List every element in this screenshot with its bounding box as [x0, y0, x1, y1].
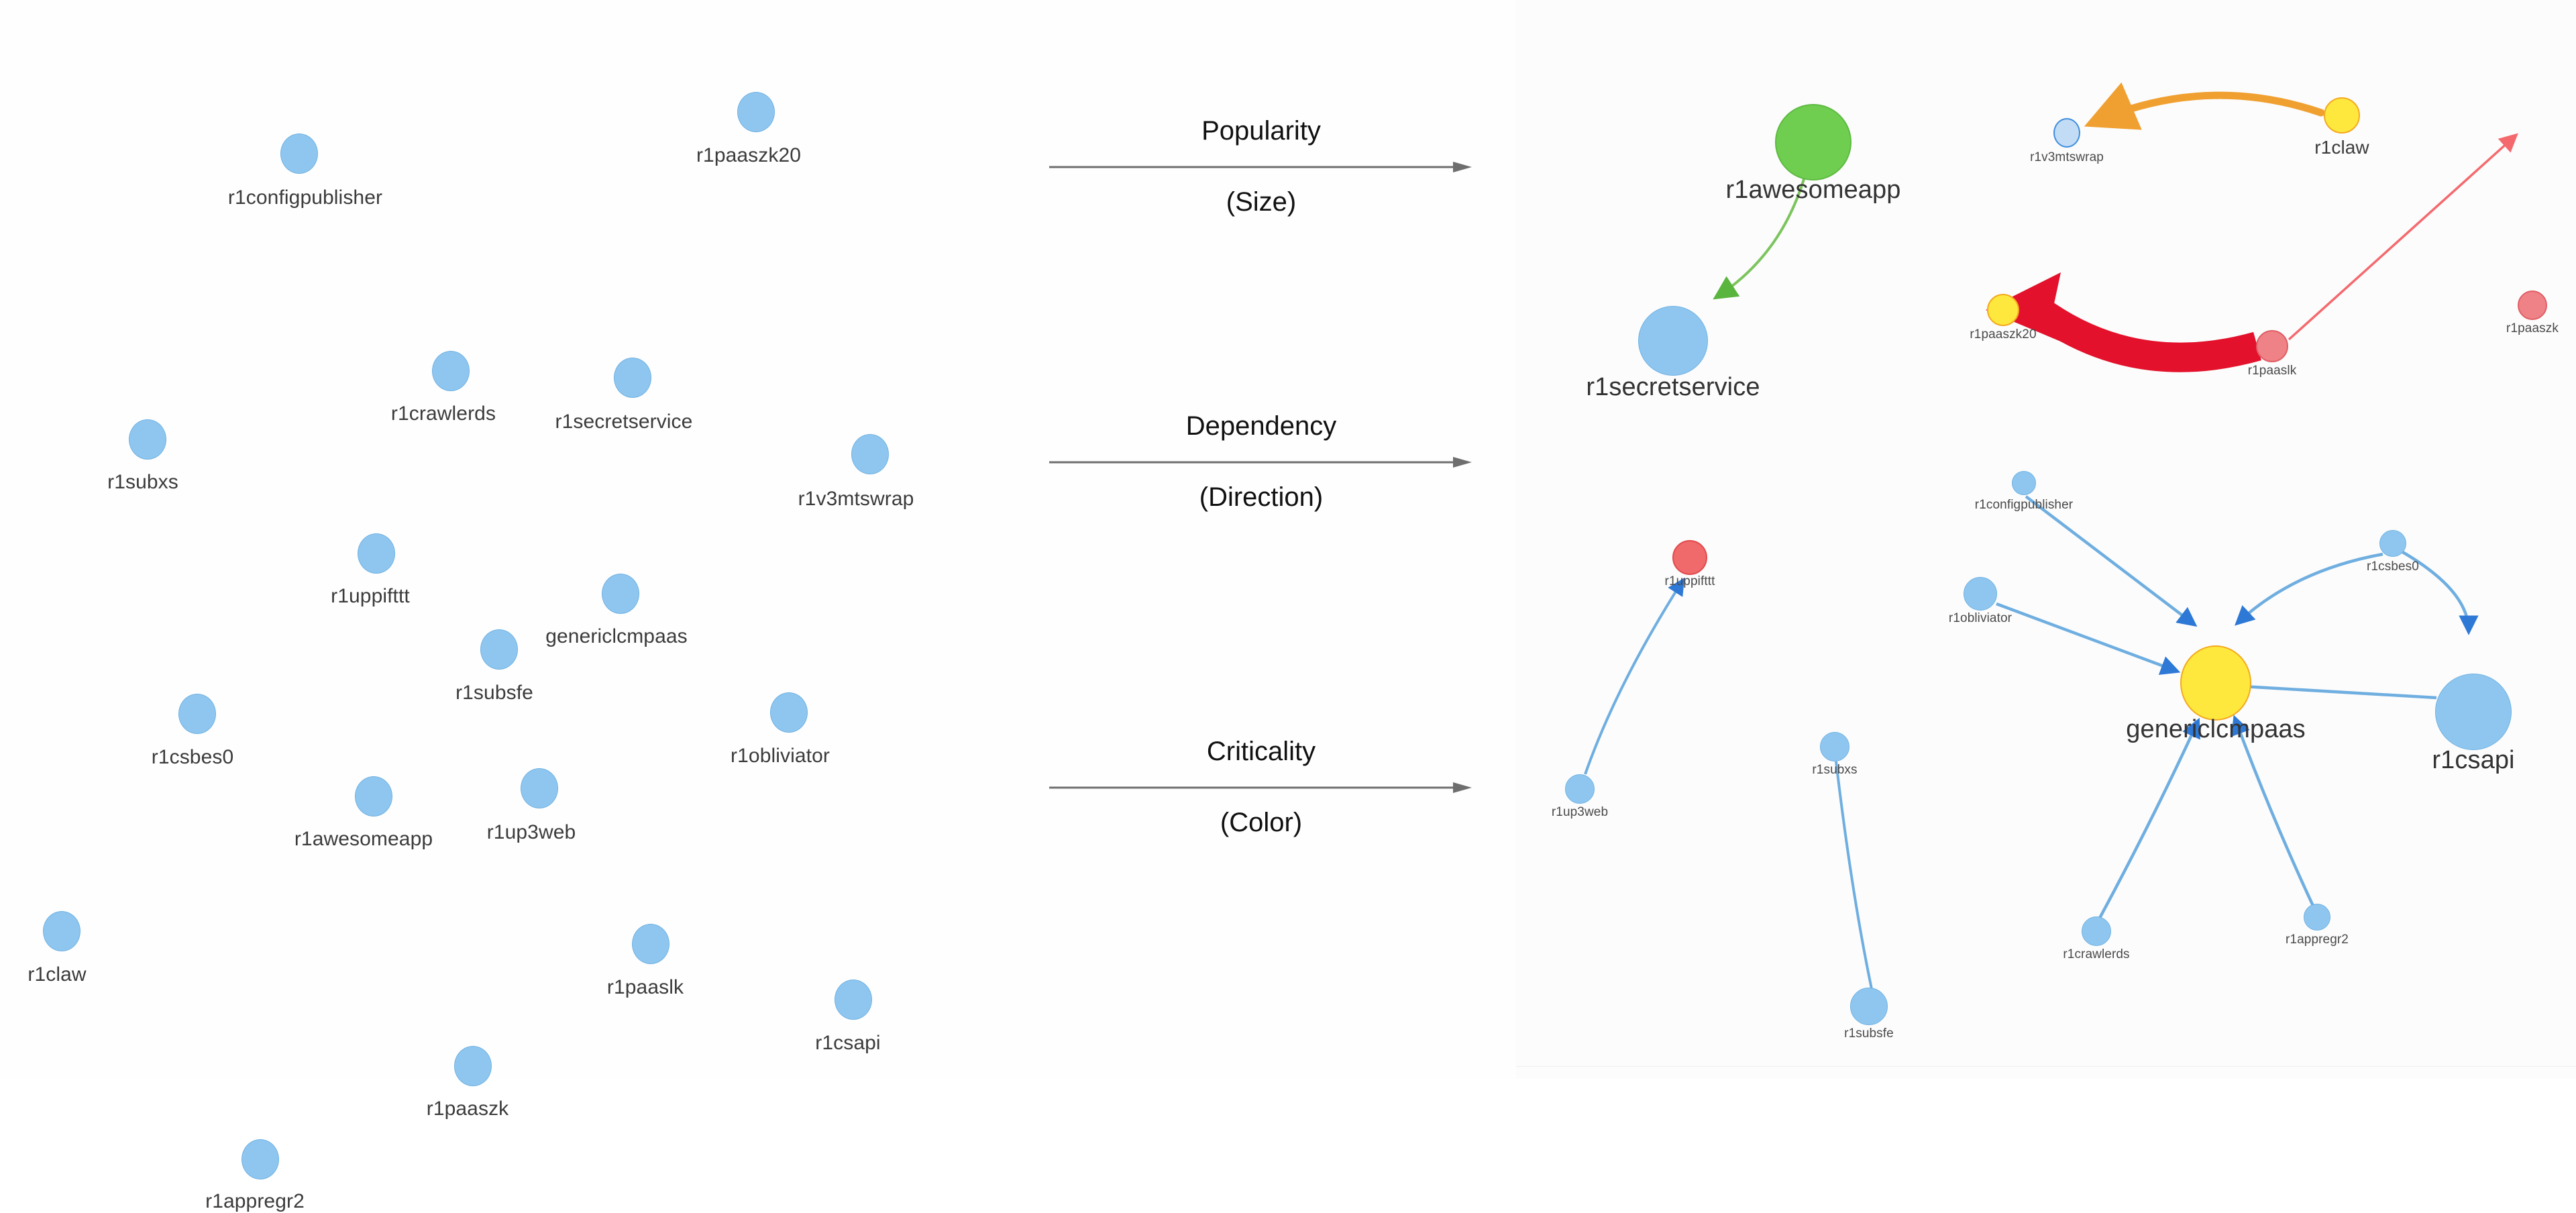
graph-node-r1paaslk[interactable]	[2256, 330, 2288, 362]
encoded-dependency-graph-panel: r1awesomeapp r1secretservice r1v3mtswrap…	[1516, 0, 2576, 1079]
graph-node-label: r1subsfe	[1844, 1026, 1894, 1041]
graph-node-label: r1claw	[2314, 137, 2369, 158]
graph-node-r1uppifttt[interactable]	[358, 533, 395, 574]
graph-node-genericlcmpaas[interactable]	[2180, 645, 2251, 721]
graph-node-r1appregr2[interactable]	[241, 1139, 279, 1179]
graph-node-label: r1crawlerds	[2063, 947, 2130, 961]
graph-node-label: r1subxs	[107, 471, 178, 493]
graph-node-label: r1v3mtswrap	[798, 488, 914, 510]
graph-node-label: r1configpublisher	[1974, 498, 2074, 512]
graph-node-r1secretservice[interactable]	[1638, 306, 1708, 376]
graph-node-label: r1awesomeapp	[294, 828, 433, 850]
graph-node-label: r1configpublisher	[227, 187, 383, 209]
graph-node-label: r1csbes0	[151, 746, 234, 768]
legend-axis-criticality: Criticality (Color)	[1006, 738, 1516, 836]
right-arrow-icon	[1049, 782, 1472, 793]
graph-node-label: r1csbes0	[2367, 560, 2419, 574]
legend-axis-dependency: Dependency (Direction)	[1006, 413, 1516, 511]
graph-node-r1v3mtswrap[interactable]	[2053, 118, 2080, 148]
graph-node-r1obliviator[interactable]	[770, 692, 808, 733]
graph-node-label: r1v3mtswrap	[2030, 150, 2104, 164]
graph-node-r1awesomeapp[interactable]	[1775, 104, 1851, 180]
graph-node-label: r1claw	[28, 963, 87, 986]
graph-node-label: r1subsfe	[455, 682, 533, 704]
graph-node-r1awesomeapp[interactable]	[355, 776, 392, 816]
legend-axis-popularity: Popularity (Size)	[1006, 117, 1516, 215]
right-arrow-icon	[1049, 162, 1472, 172]
graph-node-r1configpublisher[interactable]	[280, 134, 318, 174]
graph-node-r1paaszk[interactable]	[454, 1046, 492, 1086]
graph-node-r1paaszk[interactable]	[2518, 291, 2547, 320]
graph-node-label: r1secretservice	[555, 411, 693, 433]
graph-node-r1secretservice[interactable]	[614, 358, 651, 398]
graph-node-r1claw[interactable]	[43, 911, 80, 951]
graph-node-label: r1secretservice	[1586, 373, 1760, 401]
graph-node-label: r1appregr2	[205, 1190, 305, 1212]
edge-r1configpublisher-to-genericlcmpaas	[2025, 495, 2198, 627]
graph-node-label: r1up3web	[1551, 805, 1609, 819]
graph-node-r1up3web[interactable]	[1565, 774, 1595, 804]
graph-node-label: r1awesomeapp	[1725, 176, 1901, 204]
edge-r1paaslk-to-r1paaszk20-shaft	[2037, 303, 2261, 372]
graph-node-label: r1subxs	[1812, 763, 1858, 777]
graph-node-r1paaszk20[interactable]	[1987, 294, 2019, 326]
encoding-legend-panel: Popularity (Size) Dependency (Direction)…	[1006, 0, 1516, 1079]
graph-node-label: r1appregr2	[2286, 933, 2349, 947]
graph-node-r1v3mtswrap[interactable]	[851, 434, 889, 474]
graph-node-r1crawlerds[interactable]	[2082, 916, 2111, 946]
graph-node-label: r1uppifttt	[1664, 574, 1715, 588]
graph-node-label: r1paaszk20	[696, 144, 802, 166]
graph-node-label: r1paaslk	[2247, 364, 2297, 378]
graph-node-label: genericlcmpaas	[2126, 715, 2306, 743]
legend-axis-subtitle: (Direction)	[1199, 482, 1324, 512]
edge-r1up3web-to-r1uppifttt	[1584, 577, 1685, 775]
edge-r1crawlerds-to-genericlcmpaas	[2097, 717, 2200, 922]
graph-node-label: r1paaszk20	[1970, 327, 2037, 341]
edge-r1claw-to-r1v3mtswrap	[2084, 82, 2325, 130]
edge-r1subxs-to-r1subsfe	[1835, 761, 1873, 990]
graph-node-r1appregr2[interactable]	[2304, 904, 2330, 931]
graph-node-r1subsfe[interactable]	[1850, 988, 1888, 1025]
graph-node-r1obliviator[interactable]	[1964, 577, 1997, 611]
graph-node-label: r1obliviator	[1948, 611, 2012, 625]
graph-node-label: genericlcmpaas	[545, 625, 688, 647]
edge-r1paaslk-to-r1paaszk	[2288, 133, 2518, 341]
graph-node-r1csbes0[interactable]	[178, 694, 216, 734]
right-arrow-icon	[1049, 457, 1472, 468]
graph-node-label: r1up3web	[486, 821, 576, 843]
plain-service-graph-panel: r1configpublisher r1paaszk20 r1crawlerds…	[0, 0, 1006, 1212]
graph-node-r1paaslk[interactable]	[632, 924, 669, 964]
graph-node-r1crawlerds[interactable]	[432, 351, 470, 391]
graph-node-r1subxs[interactable]	[1820, 732, 1849, 761]
graph-node-label: r1crawlerds	[390, 403, 496, 425]
graph-node-label: r1paaszk	[426, 1098, 509, 1120]
graph-node-r1subsfe[interactable]	[480, 629, 518, 670]
graph-node-r1subxs[interactable]	[129, 419, 166, 460]
graph-node-r1up3web[interactable]	[521, 768, 558, 808]
edge-r1csapi-to-genericlcmpaas	[2226, 676, 2437, 700]
edge-r1appregr2-to-genericlcmpaas	[2231, 715, 2315, 906]
edge-r1csbes0-to-genericlcmpaas	[2235, 552, 2383, 626]
graph-node-label: r1csapi	[2432, 746, 2515, 774]
graph-node-label: r1obliviator	[731, 745, 830, 767]
graph-node-label: r1paaszk	[2506, 321, 2559, 335]
legend-axis-title: Dependency	[1185, 411, 1337, 441]
legend-axis-subtitle: (Color)	[1220, 808, 1303, 837]
graph-node-r1csapi[interactable]	[2435, 674, 2512, 750]
graph-node-genericlcmpaas[interactable]	[602, 574, 639, 614]
graph-node-r1configpublisher[interactable]	[2012, 471, 2036, 495]
legend-axis-subtitle: (Size)	[1226, 187, 1297, 217]
graph-node-r1uppifttt[interactable]	[1672, 540, 1707, 575]
graph-node-r1csapi[interactable]	[835, 980, 872, 1020]
legend-axis-title: Popularity	[1201, 116, 1321, 146]
legend-axis-title: Criticality	[1206, 737, 1316, 766]
graph-node-label: r1csapi	[815, 1032, 881, 1054]
edge-r1obliviator-to-genericlcmpaas	[1996, 602, 2181, 675]
graph-node-label: r1paaslk	[606, 976, 684, 998]
graph-node-r1claw[interactable]	[2324, 97, 2360, 134]
graph-node-r1csbes0[interactable]	[2379, 530, 2406, 557]
graph-node-r1paaszk20[interactable]	[737, 92, 775, 132]
graph-node-label: r1uppifttt	[331, 585, 410, 607]
